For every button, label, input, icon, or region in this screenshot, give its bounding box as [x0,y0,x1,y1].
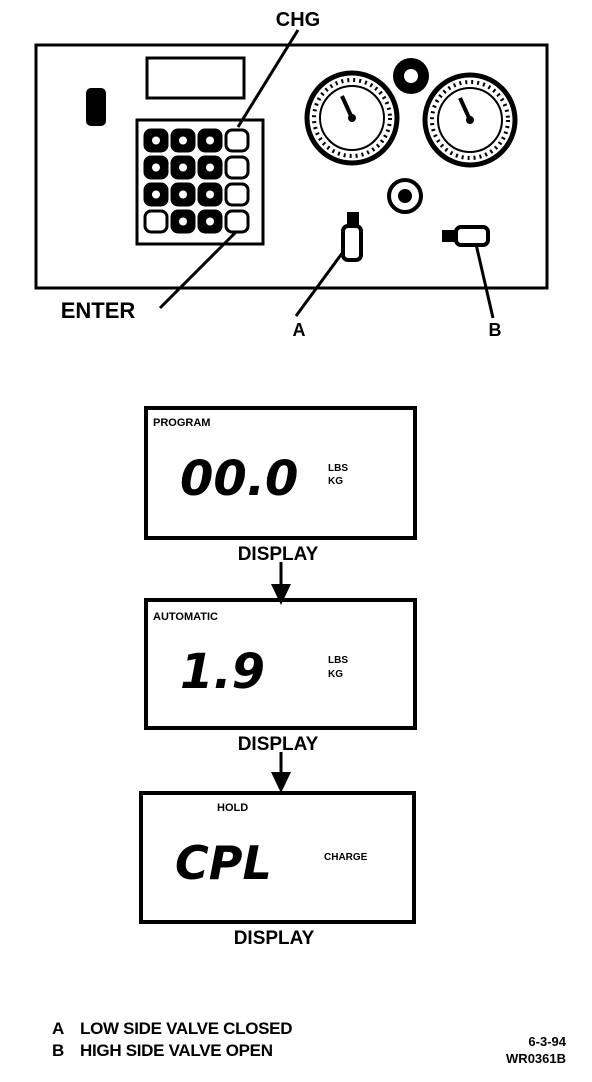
display-hold: HOLD CPL CHARGE [139,791,416,924]
display-mode-label: PROGRAM [153,417,210,429]
keypad-key-glyph [179,190,187,199]
keypad-key-glyph [206,136,214,145]
top-knob-icon [393,58,429,94]
valve-b-label: B [489,320,502,340]
display-automatic: AUTOMATIC 1.9 LBS KG [144,598,417,730]
chg-label: CHG [276,9,320,31]
keypad-key [224,128,250,153]
power-switch-icon [86,88,106,126]
center-knob-icon [387,178,423,214]
display-value: 00.0 [180,451,298,507]
valve-a-leader-line [294,251,345,317]
down-arrow-icon [271,752,291,793]
enter-label: ENTER [61,298,136,323]
panel-lcd-window [145,56,246,100]
chg-leader-line [236,29,300,128]
keypad-key [224,155,250,180]
display-value: 1.9 [180,644,265,700]
legend-item: B HIGH SIDE VALVE OPEN [52,1040,292,1062]
legend-key: A [52,1019,64,1038]
legend-text: LOW SIDE VALVE CLOSED [80,1019,293,1038]
figure-id: WR0361B [506,1051,566,1066]
keypad-key [143,209,169,234]
keypad-key-glyph [179,163,187,172]
keypad-key-glyph [206,190,214,199]
display-mode-label: AUTOMATIC [153,611,218,623]
control-panel [34,43,549,290]
keypad-key-glyph [179,217,187,226]
valve-a-label: A [293,320,306,340]
keypad-key-glyph [206,163,214,172]
low-side-valve-icon [341,212,363,262]
display-unit-kg: KG [328,476,343,487]
figure-reference: 6-3-94 WR0361B [506,1033,566,1067]
valve-b-leader-line [474,243,495,319]
legend-key: B [52,1041,64,1060]
down-arrow-icon [271,562,291,605]
keypad-key-glyph [152,163,160,172]
keypad-key [224,209,250,234]
display-unit-kg: KG [328,669,343,680]
legend-text: HIGH SIDE VALVE OPEN [80,1041,273,1060]
display-caption: DISPLAY [238,734,319,755]
display-program: PROGRAM 00.0 LBS KG [144,406,417,540]
legend-item: A LOW SIDE VALVE CLOSED [52,1018,293,1040]
display-unit-lbs: LBS [328,655,348,666]
enter-leader-line [158,230,238,310]
display-caption: DISPLAY [238,544,319,565]
display-unit-charge: CHARGE [324,852,368,863]
high-side-valve-icon [442,225,490,247]
keypad-key-glyph [179,136,187,145]
display-caption: DISPLAY [234,928,315,949]
display-unit-lbs: LBS [328,463,348,474]
legend: A LOW SIDE VALVE CLOSED B HIGH SIDE VALV… [52,1018,293,1062]
keypad-key-glyph [206,217,214,226]
keypad-key-glyph [152,136,160,145]
keypad-key [224,182,250,207]
keypad-key-glyph [152,190,160,199]
low-side-pressure-gauge-icon [304,70,400,166]
display-mode-label: HOLD [217,802,248,814]
high-side-pressure-gauge-icon [422,72,518,168]
figure-date: 6-3-94 [528,1034,566,1049]
display-value: CPL [175,836,272,890]
keypad-icon [135,118,265,246]
